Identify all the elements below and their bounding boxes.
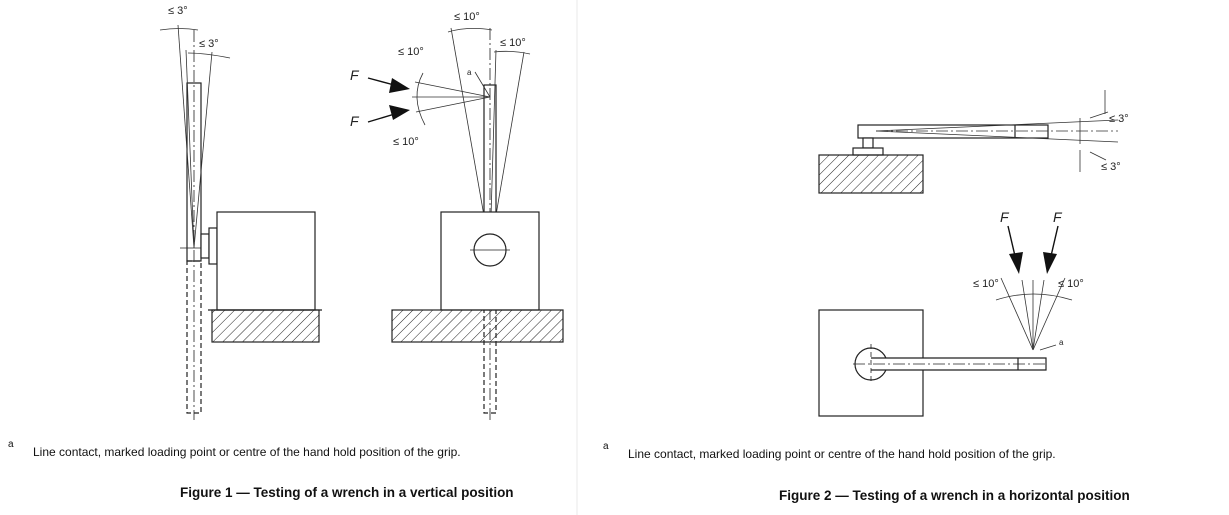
force-arrow-right (1043, 225, 1059, 274)
label-force-left: F (1000, 209, 1010, 225)
label-angle-force-upper: ≤ 10° (398, 46, 424, 58)
label-force-lower: F (350, 113, 360, 129)
figure-2-drawing: ≤ 3° ≤ 3° F F ≤ 10° ≤ 10° a (818, 90, 1129, 417)
figure-2-panel: ≤ 3° ≤ 3° F F ≤ 10° ≤ 10° a a Line conta… (578, 0, 1229, 515)
top-view-wrench (852, 124, 1049, 156)
left-view-test-block (216, 211, 316, 311)
bottom-view-angle-lines (995, 277, 1073, 351)
label-point-marker: a (1059, 338, 1064, 347)
right-view-test-block (440, 211, 540, 311)
panel-separator (576, 0, 578, 515)
label-force-right: F (1053, 209, 1063, 225)
label-angle-top-outer: ≤ 3° (168, 5, 188, 17)
note-text: Line contact, marked loading point or ce… (628, 447, 1056, 461)
top-view-base (818, 154, 924, 194)
label-angle-lower: ≤ 3° (1101, 161, 1121, 173)
note-marker: a (8, 439, 14, 450)
left-view-drive-square (200, 227, 218, 265)
right-view-base (391, 309, 564, 343)
top-view-angle-lines (875, 90, 1119, 172)
note-marker: a (603, 441, 609, 452)
label-angle-force-right: ≤ 10° (1058, 278, 1084, 290)
figure-1-drawing: ≤ 3° ≤ 3° ≤ 10° ≤ 10° ≤ 10° ≤ 10° F F a (159, 5, 564, 420)
label-angle-top-inner: ≤ 3° (199, 38, 219, 50)
right-view-force-lines (412, 71, 491, 126)
force-arrow-upper (367, 77, 410, 93)
label-force-upper: F (350, 67, 360, 83)
label-angle-right-top: ≤ 10° (454, 11, 480, 23)
note-text: Line contact, marked loading point or ce… (33, 445, 461, 459)
bottom-view-wrench (853, 344, 1048, 384)
left-view-base (208, 309, 322, 343)
label-angle-right-inner: ≤ 10° (500, 37, 526, 49)
label-angle-force-left: ≤ 10° (973, 278, 999, 290)
figure-1-caption: Figure 1 — Testing of a wrench in a vert… (180, 485, 514, 500)
figure-2-caption: Figure 2 — Testing of a wrench in a hori… (779, 488, 1130, 503)
figure-1-panel: ≤ 3° ≤ 3° ≤ 10° ≤ 10° ≤ 10° ≤ 10° F F a … (0, 0, 576, 515)
left-view-angle-lines (159, 24, 231, 249)
force-arrow-lower (367, 105, 410, 123)
label-angle-force-lower: ≤ 10° (393, 136, 419, 148)
label-point-marker: a (467, 68, 472, 77)
label-angle-upper: ≤ 3° (1109, 113, 1129, 125)
force-arrow-left (1007, 225, 1023, 274)
